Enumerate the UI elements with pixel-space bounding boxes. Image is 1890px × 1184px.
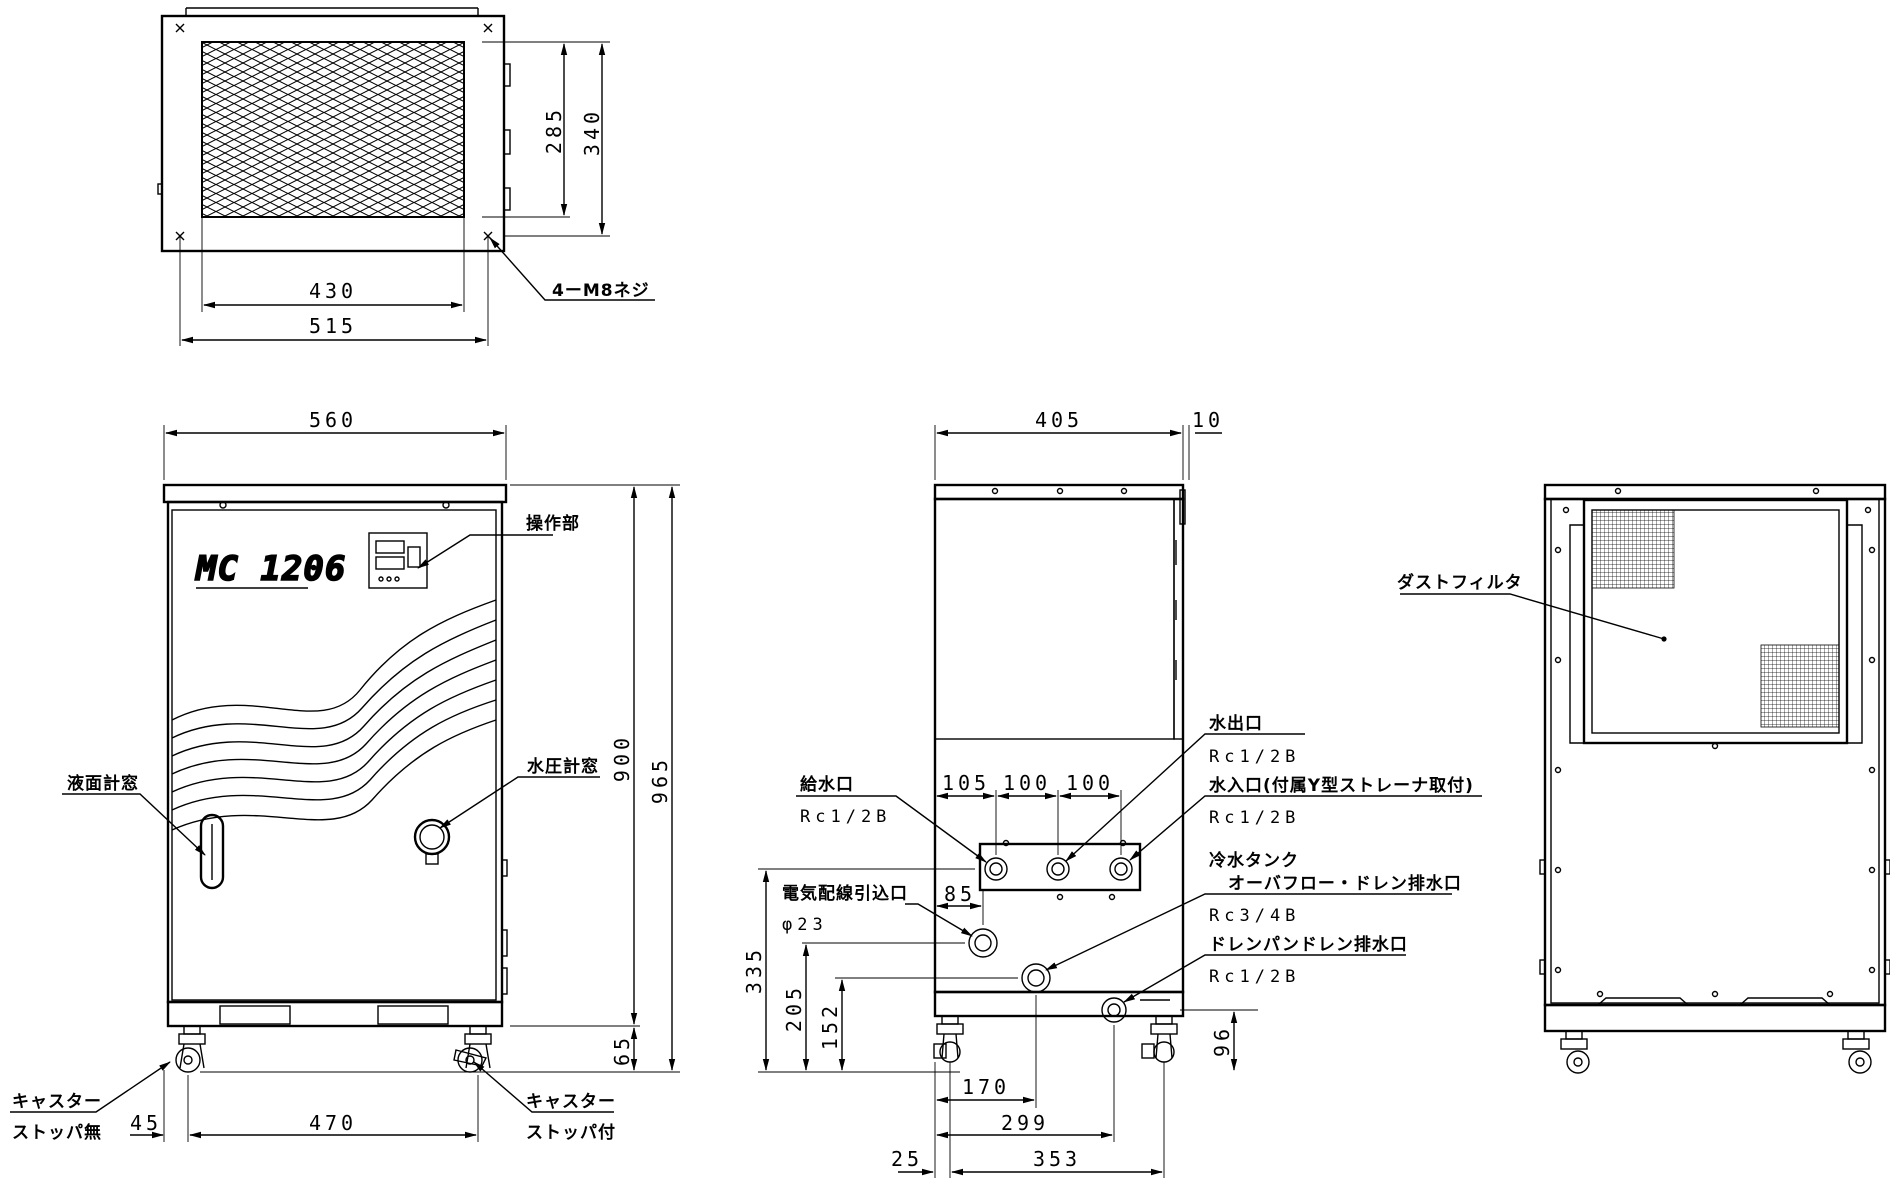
front-logo: MC 1206 [195, 549, 346, 589]
inlet-port [1109, 857, 1133, 881]
dim-side-170: 170 [962, 1075, 1010, 1099]
label-control-panel: 操作部 [526, 513, 580, 534]
rear-caster-right [1842, 1030, 1872, 1074]
label-pressure-window: 水圧計窓 [527, 756, 599, 777]
label-supply-2: Rc1/2B [800, 807, 891, 827]
label-caster-left-2: ストッパ無 [12, 1122, 102, 1143]
label-caster-left-1: キャスター [12, 1092, 102, 1112]
dim-front-965: 965 [648, 756, 672, 804]
outlet-port [1046, 857, 1070, 881]
dim-front-45: 45 [130, 1111, 162, 1135]
label-caster-right-1: キャスター [526, 1092, 616, 1112]
label-inlet-2: Rc1/2B [1209, 808, 1300, 828]
dim-front-900: 900 [610, 734, 634, 782]
drainpan-port [1101, 997, 1127, 1023]
label-tank-1: 冷水タンク [1209, 850, 1299, 871]
decorative-waves [171, 599, 497, 831]
dim-top-515: 515 [309, 314, 357, 338]
dim-top-430: 430 [309, 279, 357, 303]
dim-top-285: 285 [542, 106, 566, 154]
label-level-window: 液面計窓 [67, 773, 139, 794]
label-screw: 4ーM8ネジ [552, 281, 650, 301]
label-inlet-1: 水入口(付属Y型ストレーナ取付) [1209, 775, 1474, 796]
dim-side-25: 25 [891, 1147, 923, 1171]
label-tank-2: オーバフロー・ドレン排水口 [1228, 873, 1462, 894]
dim-side-85: 85 [944, 882, 976, 906]
label-cable-1: 電気配線引込口 [782, 883, 908, 904]
side-view: 405 10 105 100 100 85 335 205 152 96 170… [742, 408, 1482, 1178]
dim-side-405: 405 [1035, 408, 1083, 432]
caster-right [453, 1025, 492, 1073]
front-view: MC 1206 [10, 408, 680, 1143]
cable-port [968, 928, 998, 958]
overflow-port [1021, 963, 1051, 993]
label-tank-3: Rc3/4B [1209, 906, 1300, 926]
dim-side-335: 335 [742, 946, 766, 994]
dim-side-353: 353 [1033, 1147, 1081, 1171]
label-cable-2: φ23 [782, 915, 828, 935]
label-caster-right-2: ストッパ付 [526, 1122, 616, 1143]
filter-hatch-1 [1591, 509, 1675, 589]
supply-port [984, 857, 1008, 881]
dim-side-100b: 100 [1066, 771, 1114, 795]
side-caster-right [1141, 1015, 1178, 1063]
rear-caster-left [1560, 1030, 1590, 1074]
filter-hatch-2 [1760, 644, 1840, 728]
screw-marks [175, 23, 493, 241]
label-outlet-1: 水出口 [1209, 713, 1263, 734]
label-dust-filter: ダストフィルタ [1397, 572, 1523, 593]
label-outlet-2: Rc1/2B [1209, 747, 1300, 767]
dim-front-65: 65 [610, 1034, 634, 1066]
caster-left [175, 1025, 206, 1073]
dim-front-560: 560 [309, 408, 357, 432]
dim-top-340: 340 [580, 108, 604, 156]
top-view: 285 340 430 515 4ーM8ネジ [157, 7, 655, 346]
label-drainpan-1: ドレンパンドレン排水口 [1209, 934, 1408, 955]
dim-side-105: 105 [942, 771, 990, 795]
label-drainpan-2: Rc1/2B [1209, 967, 1300, 987]
dim-side-96: 96 [1210, 1025, 1234, 1057]
dim-front-470: 470 [309, 1111, 357, 1135]
control-panel [368, 532, 428, 589]
dim-side-299: 299 [1001, 1111, 1049, 1135]
rear-view: ダストフィルタ [1397, 483, 1890, 1074]
dim-side-100a: 100 [1003, 771, 1051, 795]
pressure-gauge [413, 818, 451, 865]
dim-side-10: 10 [1192, 408, 1224, 432]
dim-side-205: 205 [782, 984, 806, 1032]
top-mesh-grille [201, 41, 465, 218]
side-caster-left [933, 1015, 964, 1063]
dim-side-152: 152 [818, 1002, 842, 1050]
label-supply-1: 給水口 [800, 774, 854, 795]
